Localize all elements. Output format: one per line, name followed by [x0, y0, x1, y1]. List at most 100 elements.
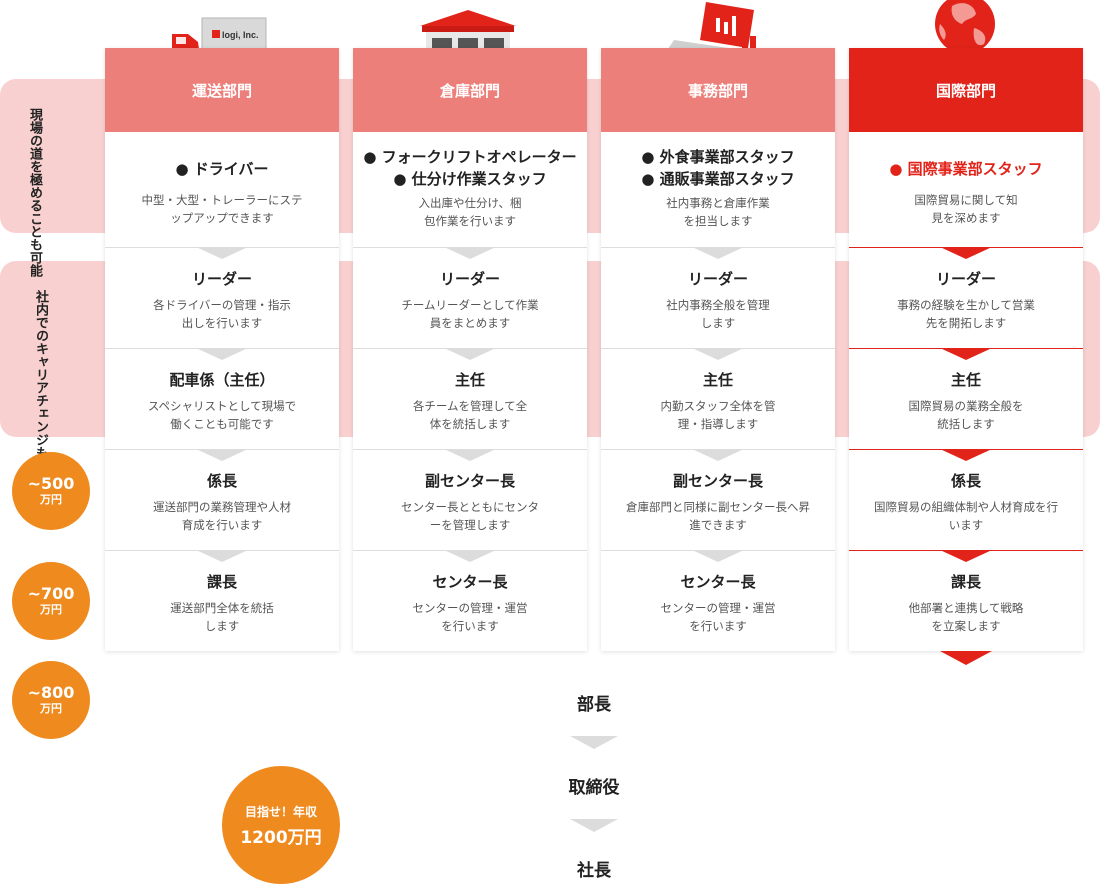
- salary-amount: ~500: [27, 474, 75, 493]
- entry-role-cell: ● フォークリフトオペレーター● 仕分け作業スタッフ 入出庫や仕分け、梱包作業を…: [353, 132, 587, 247]
- career-step: 係長国際貿易の組織体制や人材育成を行います: [849, 449, 1083, 550]
- career-step: 主任各チームを管理して全体を統括します: [353, 348, 587, 449]
- salary-unit: 万円: [40, 603, 62, 616]
- step-title: 係長: [950, 472, 981, 490]
- step-desc: センター長とともにセンターを管理します: [401, 500, 539, 532]
- down-arrow-icon: [444, 449, 496, 461]
- step-title: 主任: [702, 371, 733, 389]
- dept-column-office: 事務部門 ● 外食事業部スタッフ● 通販事業部スタッフ 社内事務と倉庫作業を担当…: [601, 48, 835, 651]
- step-desc: 国際貿易の業務全般を統括します: [908, 399, 1024, 431]
- dept-header: 運送部門: [105, 48, 339, 132]
- salary-amount: ~800: [27, 683, 75, 702]
- entry-role: ● フォークリフトオペレーター● 仕分け作業スタッフ: [363, 148, 577, 188]
- entry-role: ● 国際事業部スタッフ: [889, 160, 1043, 178]
- dept-header: 事務部門: [601, 48, 835, 132]
- down-arrow-icon: [940, 651, 992, 665]
- step-desc: 各ドライバーの管理・指示出しを行います: [153, 298, 291, 330]
- down-arrow-icon: [940, 348, 992, 360]
- band-label-career-change: 社内でのキャリアチェンジも可能: [33, 290, 48, 485]
- dept-column-international: 国際部門 ● 国際事業部スタッフ 国際貿易に関して知見を深めます リーダー事務の…: [849, 48, 1083, 651]
- salary-amount: ~700: [27, 584, 75, 603]
- dept-header: 倉庫部門: [353, 48, 587, 132]
- goal-line2: 1200万円: [240, 827, 322, 848]
- career-step: 配車係（主任） スペシャリストとして現場で働くことも可能です: [105, 348, 339, 449]
- down-arrow-icon: [444, 247, 496, 259]
- step-title: 副センター長: [424, 472, 515, 490]
- entry-role: ● 外食事業部スタッフ● 通販事業部スタッフ: [641, 148, 795, 188]
- entry-role-desc: 中型・大型・トレーラーにステップアップできます: [141, 193, 303, 225]
- down-arrow-icon: [196, 550, 248, 562]
- band-label-field-path: 現場の道を極めることも可能: [27, 108, 42, 277]
- dept-column-warehouse: 倉庫部門 ● フォークリフトオペレーター● 仕分け作業スタッフ 入出庫や仕分け、…: [353, 48, 587, 651]
- step-desc: センターの管理・運営を行います: [412, 601, 528, 633]
- down-arrow-icon: [692, 550, 744, 562]
- career-step: リーダー社内事務全般を管理します: [601, 247, 835, 348]
- down-arrow-icon: [570, 736, 618, 749]
- step-desc: スペシャリストとして現場で働くことも可能です: [147, 399, 297, 431]
- svg-text:logi, Inc.: logi, Inc.: [222, 30, 259, 40]
- career-step: リーダー各ドライバーの管理・指示出しを行います: [105, 247, 339, 348]
- step-desc: 各チームを管理して全体を統括します: [412, 399, 528, 431]
- step-desc: チームリーダーとして作業員をまとめます: [401, 298, 539, 330]
- step-title: センター長: [432, 573, 508, 591]
- down-arrow-icon: [196, 348, 248, 360]
- career-step: 副センター長センター長とともにセンターを管理します: [353, 449, 587, 550]
- exec-president: 社長: [577, 861, 611, 881]
- career-step: センター長センターの管理・運営を行います: [353, 550, 587, 651]
- step-title: 主任: [454, 371, 485, 389]
- down-arrow-icon: [692, 348, 744, 360]
- salary-unit: 万円: [40, 702, 62, 715]
- globe-icon: [935, 0, 995, 54]
- step-desc: 内勤スタッフ全体を管理・指導します: [660, 399, 776, 431]
- step-desc: 国際貿易の組織体制や人材育成を行います: [874, 500, 1058, 532]
- step-desc: 社内事務全般を管理します: [666, 298, 770, 330]
- step-title: リーダー: [439, 270, 500, 288]
- salary-unit: 万円: [40, 493, 62, 506]
- step-desc: 事務の経験を生かして営業先を開拓します: [897, 298, 1035, 330]
- down-arrow-icon: [444, 550, 496, 562]
- entry-role-cell: ● 国際事業部スタッフ 国際貿易に関して知見を深めます: [849, 132, 1083, 247]
- step-desc: センターの管理・運営を行います: [660, 601, 776, 633]
- career-step: 課長運送部門全体を統括します: [105, 550, 339, 651]
- career-step: リーダー事務の経験を生かして営業先を開拓します: [849, 247, 1083, 348]
- step-desc: 運送部門全体を統括します: [170, 601, 274, 633]
- down-arrow-icon: [940, 247, 992, 259]
- step-title: リーダー: [935, 270, 996, 288]
- step-title: 主任: [950, 371, 981, 389]
- step-title: リーダー: [687, 270, 748, 288]
- goal-line1: 目指せ！年収: [244, 804, 317, 819]
- step-desc: 運送部門の業務管理や人材育成を行います: [153, 500, 291, 532]
- down-arrow-icon: [196, 449, 248, 461]
- career-step: 主任内勤スタッフ全体を管理・指導します: [601, 348, 835, 449]
- step-title: 係長: [206, 472, 237, 490]
- down-arrow-icon: [570, 819, 618, 832]
- step-desc: 倉庫部門と同様に副センター長へ昇進できます: [626, 500, 810, 532]
- down-arrow-icon: [196, 247, 248, 259]
- career-step: センター長センターの管理・運営を行います: [601, 550, 835, 651]
- career-step: 副センター長倉庫部門と同様に副センター長へ昇進できます: [601, 449, 835, 550]
- step-title: 課長: [206, 573, 237, 591]
- entry-role-desc: 国際貿易に関して知見を深めます: [914, 193, 1018, 225]
- step-title: センター長: [680, 573, 756, 591]
- step-title: 課長: [950, 573, 981, 591]
- entry-role-desc: 入出庫や仕分け、梱包作業を行います: [418, 196, 522, 228]
- career-step: 課長他部署と連携して戦略を立案します: [849, 550, 1083, 651]
- step-title: リーダー: [191, 270, 252, 288]
- step-title: 配車係（主任）: [169, 371, 275, 389]
- step-desc: 他部署と連携して戦略を立案します: [908, 601, 1024, 633]
- dept-header: 国際部門: [849, 48, 1083, 132]
- entry-role-cell: ● 外食事業部スタッフ● 通販事業部スタッフ 社内事務と倉庫作業を担当します: [601, 132, 835, 247]
- exec-director: 取締役: [568, 778, 620, 798]
- career-step: リーダーチームリーダーとして作業員をまとめます: [353, 247, 587, 348]
- down-arrow-icon: [940, 449, 992, 461]
- down-arrow-icon: [692, 449, 744, 461]
- down-arrow-icon: [692, 247, 744, 259]
- down-arrow-icon: [444, 348, 496, 360]
- entry-role-desc: 社内事務と倉庫作業を担当します: [666, 196, 770, 228]
- down-arrow-icon: [940, 550, 992, 562]
- dept-column-transport: 運送部門 ● ドライバー 中型・大型・トレーラーにステップアップできます リーダ…: [105, 48, 339, 651]
- step-title: 副センター長: [672, 472, 763, 490]
